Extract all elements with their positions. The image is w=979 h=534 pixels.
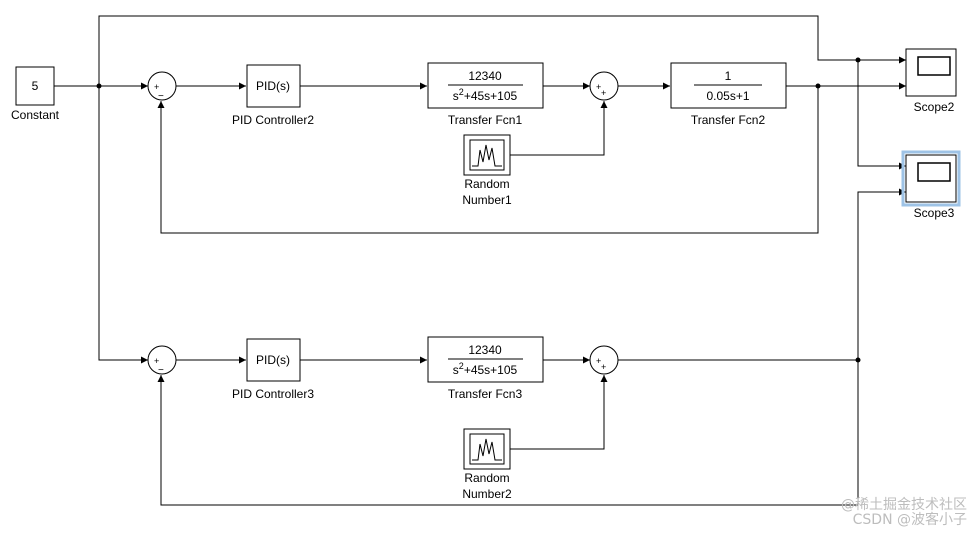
sum-sign-plus: + bbox=[601, 362, 606, 372]
tf1-denominator: s2+45s+105 bbox=[453, 87, 518, 103]
sum-sign-plus: + bbox=[596, 356, 601, 366]
transfer-fcn1-block[interactable]: 12340 s2+45s+105 Transfer Fcn1 bbox=[427, 62, 544, 127]
wire-feedback1[interactable] bbox=[157, 86, 819, 234]
watermark-line2: CSDN @波客小子 bbox=[852, 512, 967, 528]
wire-rand2-to-sum4[interactable] bbox=[510, 375, 608, 450]
watermark-line1: @稀土掘金技术社区 bbox=[841, 497, 967, 513]
pid3-label: PID Controller3 bbox=[232, 387, 314, 401]
constant-label: Constant bbox=[11, 108, 60, 122]
rand2-label-line1: Random bbox=[464, 471, 509, 485]
tf1-label: Transfer Fcn1 bbox=[448, 113, 523, 127]
wire-rand1-to-sum2[interactable] bbox=[510, 101, 608, 156]
constant-value: 5 bbox=[32, 79, 39, 93]
random-number1-block[interactable]: Random Number1 bbox=[462, 134, 512, 207]
constant-block[interactable]: 5 Constant bbox=[11, 66, 60, 122]
junction-dot bbox=[815, 83, 821, 89]
sum-block-1[interactable]: + − bbox=[147, 71, 177, 102]
sum-sign-plus: + bbox=[154, 356, 159, 366]
sum-sign-minus: − bbox=[158, 365, 164, 376]
pid2-text: PID(s) bbox=[256, 79, 290, 93]
watermark: @稀土掘金技术社区 CSDN @波客小子 bbox=[841, 498, 967, 528]
tf3-denominator: s2+45s+105 bbox=[453, 361, 518, 377]
tf2-label: Transfer Fcn2 bbox=[691, 113, 766, 127]
pid-controller2-block[interactable]: PID(s) PID Controller2 bbox=[232, 64, 314, 127]
scope2-block[interactable]: Scope2 bbox=[905, 48, 957, 114]
wire-ref-to-scope3[interactable] bbox=[857, 60, 906, 170]
sum-sign-plus: + bbox=[154, 82, 159, 92]
tf1-numerator: 12340 bbox=[468, 69, 502, 83]
wire-to-sum3[interactable] bbox=[98, 86, 148, 364]
tf2-denominator: 0.05s+1 bbox=[706, 89, 749, 103]
scope3-label: Scope3 bbox=[914, 206, 955, 220]
transfer-fcn2-block[interactable]: 1 0.05s+1 Transfer Fcn2 bbox=[670, 62, 787, 127]
sum-block-2[interactable]: + + bbox=[589, 71, 619, 101]
random-signal-icon bbox=[469, 139, 505, 171]
tf3-label: Transfer Fcn3 bbox=[448, 387, 523, 401]
random-signal-icon bbox=[469, 433, 505, 465]
junction-dot bbox=[96, 83, 102, 89]
pid2-label: PID Controller2 bbox=[232, 113, 314, 127]
pid-controller3-block[interactable]: PID(s) PID Controller3 bbox=[232, 338, 314, 401]
rand1-label-line1: Random bbox=[464, 177, 509, 191]
wire-out2-to-scope3[interactable] bbox=[857, 188, 906, 360]
sum-block-4[interactable]: + + bbox=[589, 345, 619, 375]
scope3-block[interactable]: Scope3 bbox=[901, 150, 961, 220]
rand2-label-line2: Number2 bbox=[462, 487, 512, 501]
signal-lines bbox=[54, 15, 906, 506]
sum-sign-plus: + bbox=[601, 88, 606, 98]
junction-dots bbox=[96, 57, 861, 363]
junction-dot bbox=[855, 57, 861, 63]
sum-sign-minus: − bbox=[158, 91, 164, 102]
scope-screen-icon bbox=[917, 56, 951, 76]
selection-highlight bbox=[901, 150, 961, 207]
scope-screen-icon bbox=[917, 162, 951, 182]
random-waveform-icon bbox=[472, 438, 502, 461]
scope2-label: Scope2 bbox=[914, 100, 955, 114]
pid3-text: PID(s) bbox=[256, 353, 290, 367]
random-number2-block[interactable]: Random Number2 bbox=[462, 428, 512, 501]
sum-block-3[interactable]: + − bbox=[147, 345, 177, 376]
transfer-fcn3-block[interactable]: 12340 s2+45s+105 Transfer Fcn3 bbox=[427, 336, 544, 401]
tf3-numerator: 12340 bbox=[468, 343, 502, 357]
random-waveform-icon bbox=[472, 144, 502, 167]
wire-ref-to-scope2[interactable] bbox=[98, 15, 906, 86]
tf2-numerator: 1 bbox=[725, 69, 732, 83]
junction-dot bbox=[855, 357, 861, 363]
wire-feedback2[interactable] bbox=[157, 360, 859, 506]
sum-sign-plus: + bbox=[596, 82, 601, 92]
rand1-label-line2: Number1 bbox=[462, 193, 512, 207]
